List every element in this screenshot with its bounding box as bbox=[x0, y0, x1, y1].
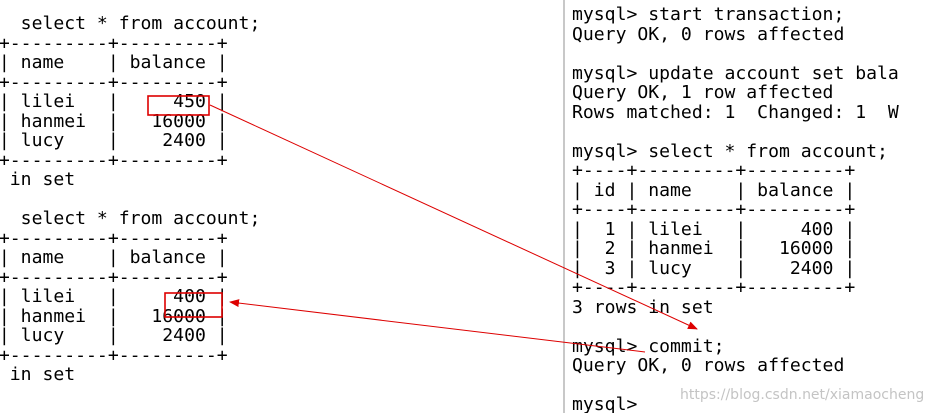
terminal-line: 3 rows in set bbox=[572, 297, 714, 318]
table-border: -+---------+---------+ bbox=[0, 228, 228, 249]
terminal-line: mysql> commit; bbox=[572, 336, 725, 357]
table-header: | name | balance | bbox=[0, 52, 228, 73]
table-border: -+---------+---------+ bbox=[0, 150, 228, 171]
table-row: | lilei | 400 | bbox=[0, 286, 228, 307]
table-row: | lucy | 2400 | bbox=[0, 325, 228, 346]
table-row: | hanmei | 16000 | bbox=[0, 111, 228, 132]
table-row: | 3 | lucy | 2400 | bbox=[572, 258, 856, 279]
table-border: -+---------+---------+ bbox=[0, 267, 228, 288]
terminal-line: Rows matched: 1 Changed: 1 W bbox=[572, 102, 899, 123]
terminal-line: in set bbox=[9, 169, 76, 190]
terminal-line: Query OK, 0 rows affected bbox=[572, 355, 845, 376]
terminal-prompt: mysql> bbox=[572, 394, 638, 413]
terminal-line: mysql> update account set bala bbox=[572, 63, 899, 84]
terminal-line: mysql> start transaction; bbox=[572, 4, 845, 25]
terminal-line: in set bbox=[9, 364, 76, 385]
terminal-line: mysql> select * from account; bbox=[572, 141, 888, 162]
table-row: | hanmei | 16000 | bbox=[0, 306, 228, 327]
table-border: -+---------+---------+ bbox=[0, 345, 228, 366]
table-border: +----+---------+---------+ bbox=[572, 160, 856, 181]
table-row: | 2 | hanmei | 16000 | bbox=[572, 238, 856, 259]
table-border: -+---------+---------+ bbox=[0, 72, 228, 93]
terminal-line: select * from account; bbox=[0, 13, 261, 34]
table-row: | lucy | 2400 | bbox=[0, 130, 228, 151]
table-border: +----+---------+---------+ bbox=[572, 199, 856, 220]
table-header: | id | name | balance | bbox=[572, 180, 856, 201]
table-header: | name | balance | bbox=[0, 247, 228, 268]
right-terminal-pane[interactable]: mysql> start transaction; Query OK, 0 ro… bbox=[570, 0, 930, 413]
table-border: -+---------+---------+ bbox=[0, 33, 228, 54]
terminal-line: Query OK, 0 rows affected bbox=[572, 24, 845, 45]
table-border: +----+---------+---------+ bbox=[572, 277, 856, 298]
terminal-line: Query OK, 1 row affected bbox=[572, 82, 834, 103]
pane-divider bbox=[563, 0, 565, 413]
left-terminal-pane[interactable]: select * from account; -+---------+-----… bbox=[0, 0, 560, 413]
table-row: | lilei | 450 | bbox=[0, 91, 228, 112]
table-row: | 1 | lilei | 400 | bbox=[572, 219, 856, 240]
watermark: https://blog.csdn.net/xiamaocheng bbox=[680, 387, 925, 403]
terminal-line: select * from account; bbox=[0, 208, 261, 229]
